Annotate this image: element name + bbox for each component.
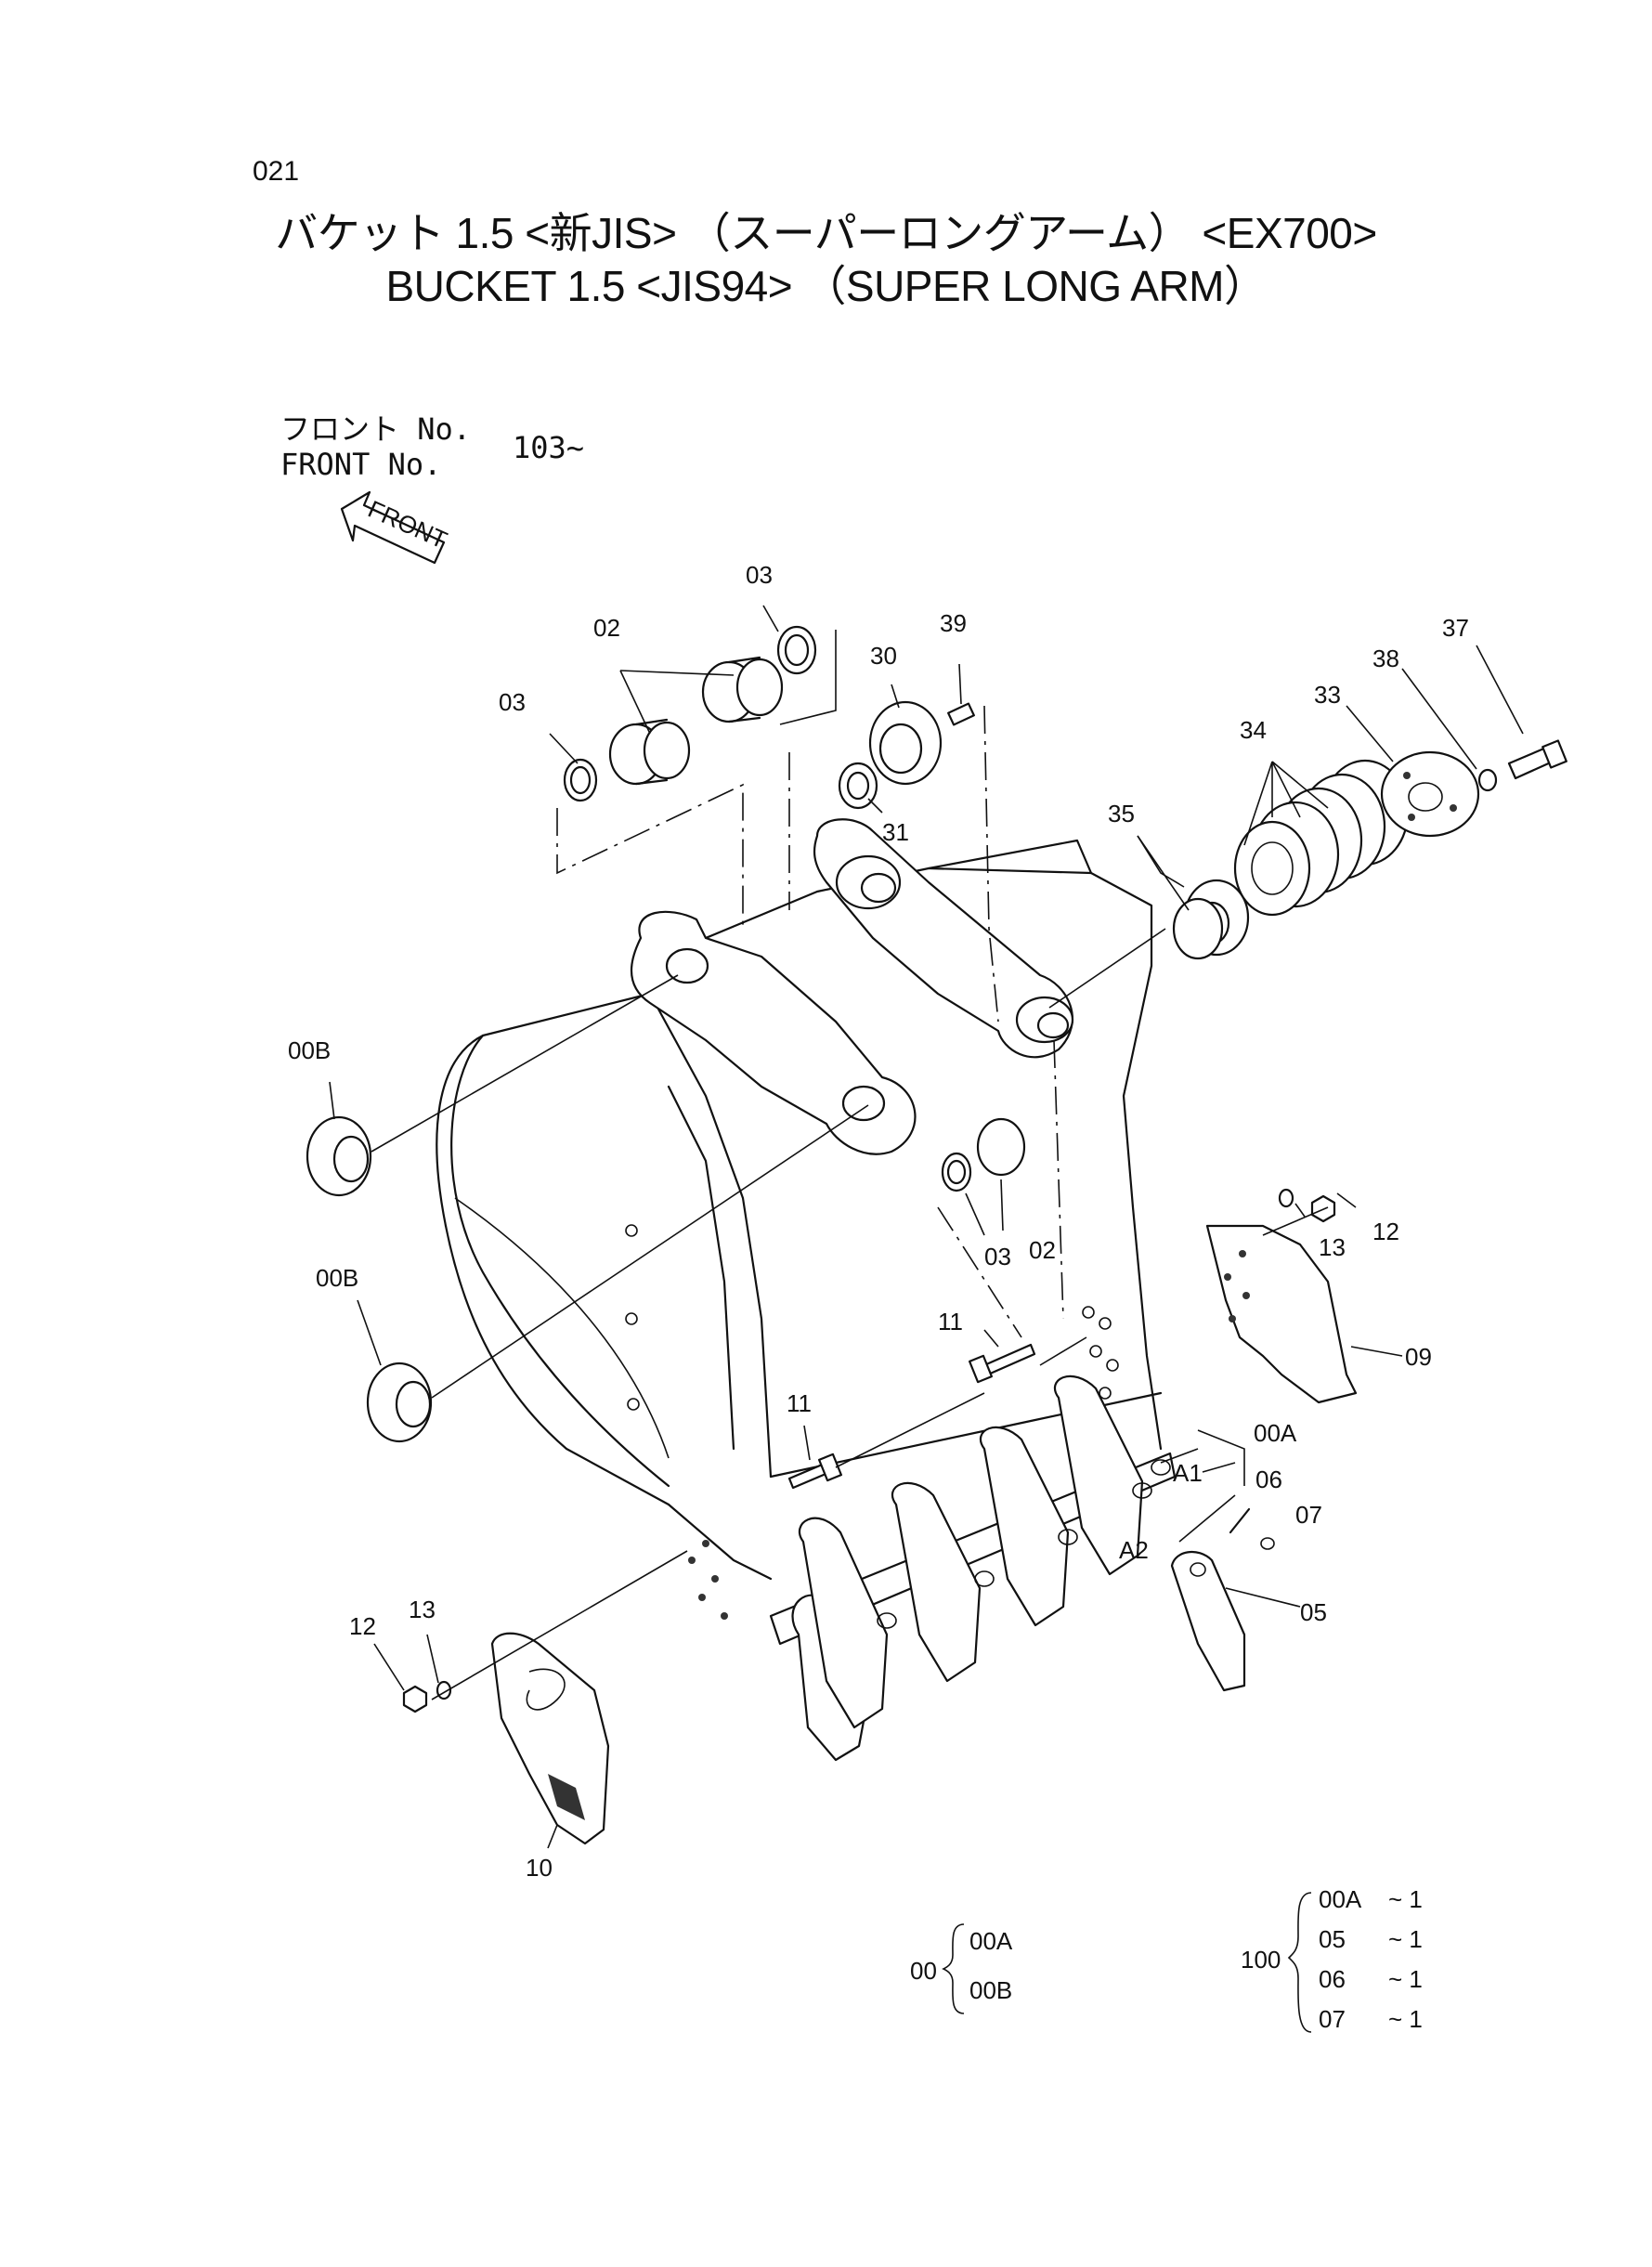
callout-33: 33 [1314,681,1341,709]
callout-06: 06 [1255,1466,1282,1493]
callout-05: 05 [1300,1598,1327,1626]
legend-100-row-1-qty: ~ 1 [1388,1885,1423,1913]
callout-00b-upper: 00B [288,1036,331,1064]
callout-03-lower: 03 [984,1243,1011,1270]
legend-100-row-4-part: 07 [1319,2005,1346,2033]
title-english: BUCKET 1.5 <JIS94> （SUPER LONG ARM） [385,262,1267,310]
callout-labels: 03 02 03 39 30 31 35 34 33 38 37 00B 00B… [288,561,1469,1882]
legend-100-brace [1287,1892,1312,2033]
callout-38: 38 [1372,645,1399,672]
callout-a1: A1 [1173,1459,1203,1487]
callout-12-right: 12 [1372,1218,1399,1245]
callout-13-right: 13 [1319,1233,1346,1261]
teeth-row [769,1375,1275,1762]
callout-02-lower: 02 [1029,1236,1056,1264]
front-arrow-label: FRONT [364,495,451,554]
leader-lines [371,630,1329,1700]
callout-13-left: 13 [409,1596,436,1623]
callout-00b-lower: 00B [316,1264,358,1292]
callout-35: 35 [1108,800,1135,827]
legend-100-row-4-qty: ~ 1 [1388,2005,1423,2033]
side-cutter-left [490,1632,610,1845]
legend-00-parent: 00 [910,1957,937,1985]
legend-00-brace [942,1923,965,2014]
side-cutter-right [1205,1224,1358,1404]
callout-31: 31 [882,818,909,846]
callout-37: 37 [1442,614,1469,642]
front-no-label-jp: フロント No. [280,411,472,447]
callout-39: 39 [940,609,967,637]
callout-11-upper: 11 [938,1308,963,1335]
legend-100-row-1-part: 00A [1319,1885,1362,1913]
callout-a2: A2 [1119,1536,1149,1564]
callout-09: 09 [1405,1343,1432,1371]
page-number: 021 [253,156,300,187]
callout-07: 07 [1295,1501,1322,1529]
callout-34: 34 [1240,716,1267,744]
callout-11-lower: 11 [787,1389,812,1417]
callout-12-left: 12 [349,1612,376,1640]
front-no-value: 103~ [513,430,585,465]
callout-00a: 00A [1254,1419,1297,1447]
bushings [306,625,1567,1713]
callout-30: 30 [870,642,897,670]
front-no-label-en: FRONT No. [280,447,442,482]
legend-00-child-1: 00A [969,1927,1013,1955]
front-direction-arrow: FRONT [340,490,451,565]
bucket-body [436,818,1163,1620]
legend-00-child-2: 00B [969,1976,1013,2004]
callout-leaders [329,605,1524,1849]
legend-100-row-3-qty: ~ 1 [1388,1965,1423,1993]
legend-100-row-2-qty: ~ 1 [1388,1925,1423,1953]
title-japanese: バケット 1.5 <新JIS> （スーパーロングアーム） <EX700> [275,209,1377,257]
legend-100-row-3-part: 06 [1319,1965,1346,1993]
callout-03-upper: 03 [746,561,773,589]
callout-03-upper-left: 03 [499,688,526,716]
callout-10: 10 [526,1854,553,1882]
callout-02-upper: 02 [593,614,620,642]
legend-100-row-2-part: 05 [1319,1925,1346,1953]
legend-100-parent: 100 [1241,1946,1281,1974]
